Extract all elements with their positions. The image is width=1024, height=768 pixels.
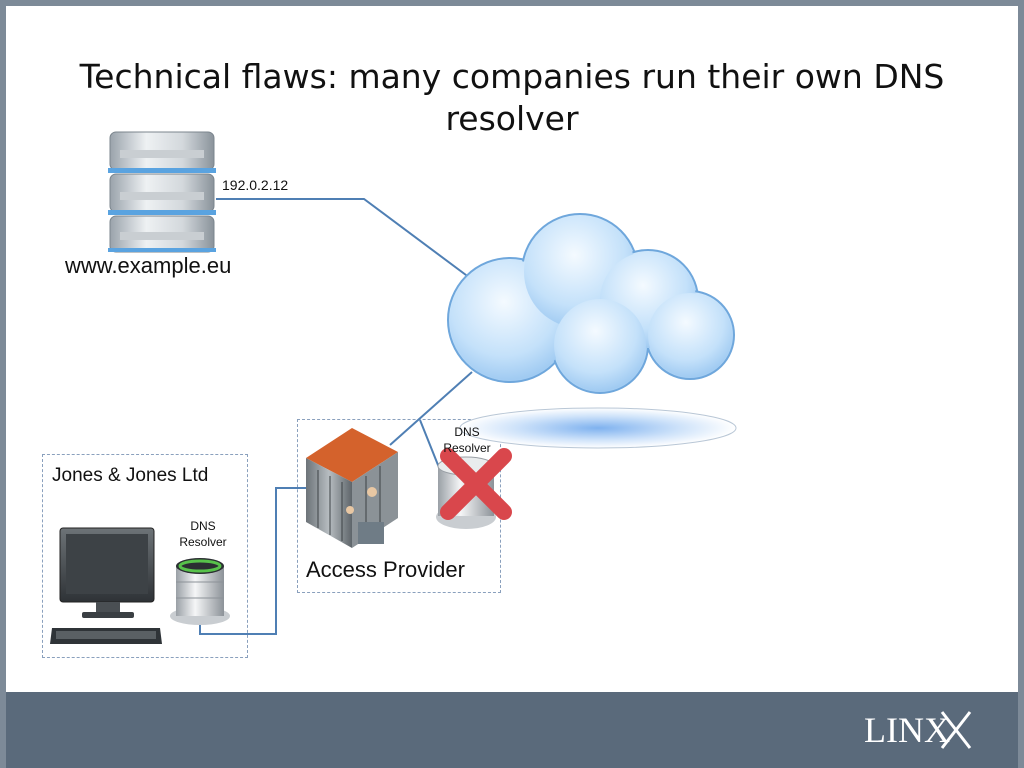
slide-footer xyxy=(6,692,1018,768)
link-provider-cloud xyxy=(389,371,473,446)
internet-cloud-icon xyxy=(447,213,737,449)
network-links xyxy=(199,198,473,635)
slide-title: Technical flaws: many companies run thei… xyxy=(79,57,945,138)
link-provider-resolver xyxy=(419,419,441,471)
link-company-provider xyxy=(199,487,306,635)
company-label: Jones & Jones Ltd xyxy=(52,465,209,486)
local-dns-resolver-icon xyxy=(170,558,230,625)
web-server-icon xyxy=(108,131,216,253)
company-network-boundary xyxy=(42,454,248,658)
access-provider-label: Access Provider xyxy=(306,557,465,582)
linx-logo: LINX xyxy=(864,710,972,750)
linx-logo-text: LINX xyxy=(864,710,950,750)
web-server-hostname-label: www.example.eu xyxy=(65,253,232,278)
workstation-computer-icon xyxy=(50,527,162,644)
web-server-ip-label: 192.0.2.12 xyxy=(222,177,289,193)
link-server-cloud xyxy=(216,198,471,279)
access-provider-datacenter-icon xyxy=(306,428,398,548)
provider-dns-resolver-label: DNS Resolver xyxy=(443,425,491,455)
local-dns-resolver-label: DNS Resolver xyxy=(179,519,227,549)
disabled-cross-icon xyxy=(440,448,512,520)
